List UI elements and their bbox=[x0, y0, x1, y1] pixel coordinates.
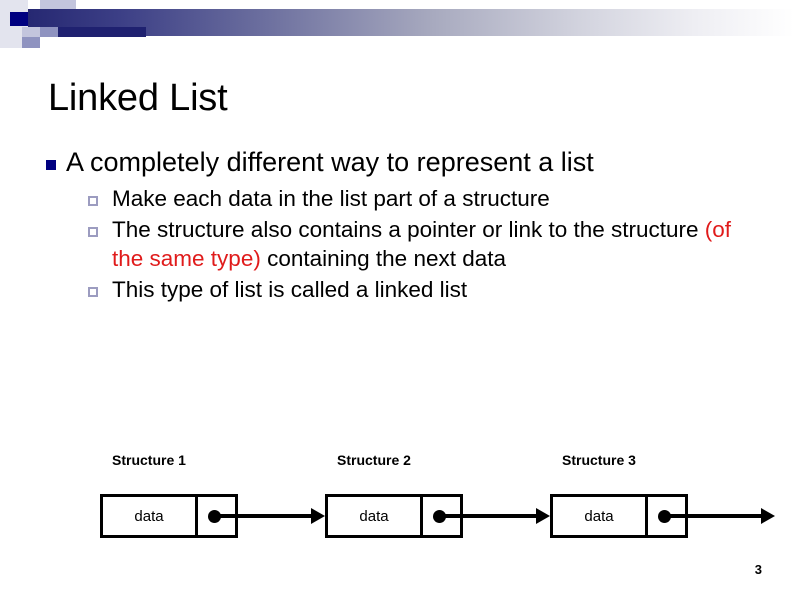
bullet-square-icon bbox=[40, 146, 66, 170]
hollow-square-icon bbox=[40, 185, 112, 207]
bullet-level2-text: The structure also contains a pointer or… bbox=[112, 216, 732, 274]
bullet-level2-called-linked-list: This type of list is called a linked lis… bbox=[40, 276, 760, 305]
node-box: data bbox=[325, 494, 463, 538]
page-number: 3 bbox=[754, 562, 762, 577]
pointer-dot-icon bbox=[208, 509, 221, 523]
bullet-text-highlight: (of the same type) bbox=[112, 217, 732, 272]
decor-dark-band bbox=[58, 27, 146, 37]
slide-title: Linked List bbox=[48, 77, 228, 119]
bullet-text-pre: This type of list is called a linked lis… bbox=[112, 276, 468, 302]
slide-body: A completely different way to represent … bbox=[40, 146, 760, 307]
bullet-level2-structure-contains-pointer: The structure also contains a pointer or… bbox=[40, 216, 760, 274]
node-label: Structure 2 bbox=[337, 452, 411, 468]
node-data-cell: data bbox=[103, 497, 198, 535]
decor-square-navy bbox=[10, 12, 28, 26]
node-arrow bbox=[219, 494, 329, 538]
pointer-dot-icon bbox=[433, 509, 446, 523]
node-box: data bbox=[550, 494, 688, 538]
node-pointer-cell bbox=[648, 497, 688, 535]
hollow-square-icon bbox=[40, 276, 112, 297]
hollow-square-icon bbox=[40, 216, 112, 238]
sub-bullet-list: Make each data in the list part of a str… bbox=[40, 185, 760, 304]
bullet-text-pre: The structure also contains a pointer or… bbox=[112, 217, 705, 243]
node-box: data bbox=[100, 494, 238, 538]
node-pointer-cell bbox=[198, 497, 238, 535]
node-arrow bbox=[669, 494, 779, 538]
decor-square-low-a bbox=[22, 27, 40, 37]
decor-square-top-a bbox=[40, 0, 58, 9]
bullet-level2-text: This type of list is called a linked lis… bbox=[112, 276, 467, 305]
decor-square-low-b bbox=[40, 27, 58, 37]
bullet-level2-text: Make each data in the list part of a str… bbox=[112, 185, 550, 214]
node-data-cell: data bbox=[328, 497, 423, 535]
node-label: Structure 1 bbox=[112, 452, 186, 468]
bullet-level1: A completely different way to represent … bbox=[40, 146, 760, 179]
decor-square-bottom bbox=[22, 37, 40, 48]
linked-list-diagram: Structure 1 data Structure 2 data Struct… bbox=[0, 452, 794, 552]
node-arrow bbox=[444, 494, 554, 538]
decor-square-top-b bbox=[58, 0, 76, 9]
node-label: Structure 3 bbox=[562, 452, 636, 468]
node-pointer-cell bbox=[423, 497, 463, 535]
bullet-level1-text: A completely different way to represent … bbox=[66, 147, 594, 177]
bullet-level2-make-each-data: Make each data in the list part of a str… bbox=[40, 185, 760, 214]
bullet-text-pre: Make each data in the list part of a str… bbox=[112, 186, 550, 212]
pointer-dot-icon bbox=[658, 509, 671, 523]
slide-header-decoration bbox=[0, 0, 794, 48]
node-data-cell: data bbox=[553, 497, 648, 535]
bullet-text-post: containing the next data bbox=[260, 246, 507, 272]
header-gradient-bar bbox=[28, 9, 794, 36]
